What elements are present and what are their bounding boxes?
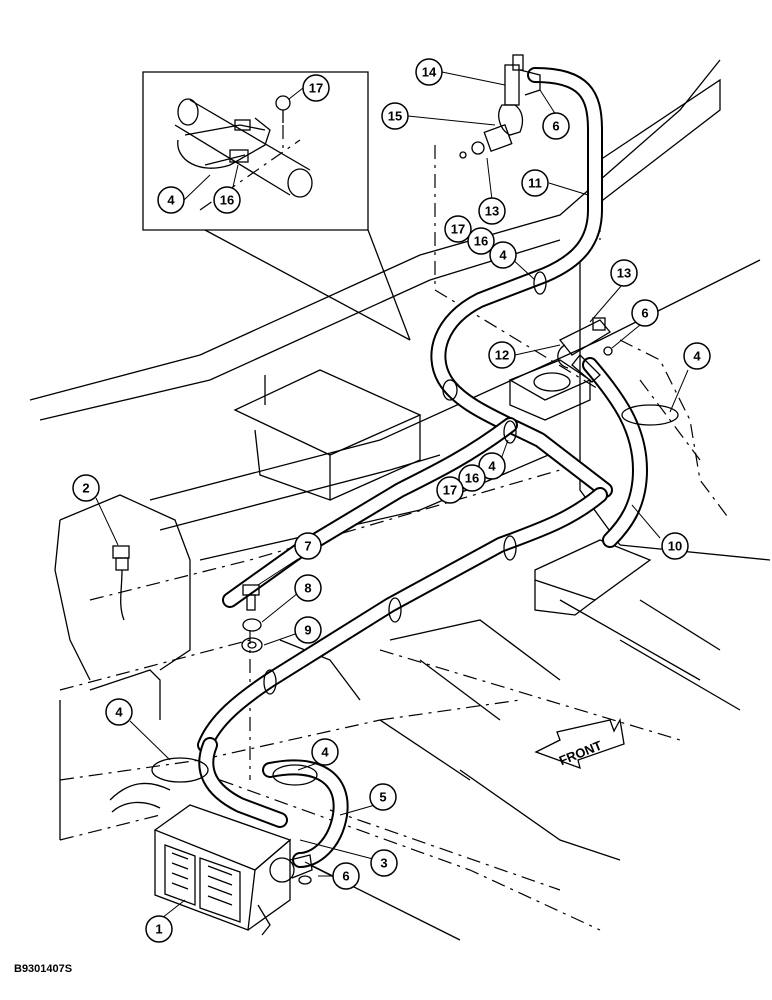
heater-unit: [153, 804, 313, 936]
bolt-and-washers: [241, 584, 263, 653]
svg-text:13: 13: [617, 266, 631, 281]
svg-text:2: 2: [82, 481, 89, 496]
svg-text:1: 1: [155, 922, 162, 937]
callout-4-right: 4: [683, 342, 711, 370]
frame-structure: [29, 59, 771, 941]
callout-3: 3: [370, 849, 398, 877]
svg-text:17: 17: [451, 222, 465, 237]
svg-text:16: 16: [465, 471, 479, 486]
svg-text:4: 4: [693, 349, 701, 364]
svg-text:11: 11: [528, 176, 542, 191]
heater-hoses: [197, 67, 648, 868]
svg-text:9: 9: [304, 623, 311, 638]
callout-14: 14: [415, 58, 443, 86]
hose-clamps: [109, 271, 679, 813]
svg-text:16: 16: [220, 193, 234, 208]
svg-text:8: 8: [304, 581, 311, 596]
callout-17-inset: 17: [302, 74, 330, 102]
callout-16-lower-mid: 16: [458, 464, 486, 492]
front-direction-arrow: FRONT: [534, 718, 625, 770]
callout-16-mid: 16: [467, 227, 495, 255]
temperature-sender: [112, 545, 130, 621]
callout-9: 9: [294, 616, 322, 644]
detail-inset: [142, 71, 411, 341]
svg-text:3: 3: [380, 856, 387, 871]
dashed-centerlines: [59, 139, 731, 931]
svg-text:4: 4: [321, 745, 329, 760]
svg-text:7: 7: [304, 539, 311, 554]
callout-2: 2: [72, 474, 100, 502]
callout-6-lower: 6: [332, 862, 360, 890]
svg-text:6: 6: [641, 306, 648, 321]
svg-text:6: 6: [552, 119, 559, 134]
elbow-fitting: [557, 317, 613, 383]
callout-15: 15: [381, 102, 409, 130]
front-label: FRONT: [557, 738, 604, 769]
svg-text:6: 6: [342, 869, 349, 884]
callout-4-lower-left: 4: [105, 698, 133, 726]
callout-12: 12: [488, 341, 516, 369]
leader-lines: [95, 71, 689, 919]
callout-8: 8: [294, 574, 322, 602]
callout-13-right: 13: [610, 259, 638, 287]
callout-6-top: 6: [542, 112, 570, 140]
svg-text:4: 4: [499, 248, 507, 263]
shutoff-valve: [459, 54, 541, 159]
svg-text:14: 14: [422, 65, 437, 80]
callout-13-top: 13: [478, 197, 506, 225]
callout-6-right: 6: [631, 299, 659, 327]
svg-text:15: 15: [388, 109, 402, 124]
svg-text:17: 17: [309, 81, 323, 96]
svg-text:5: 5: [379, 790, 386, 805]
callout-17-mid: 17: [444, 215, 472, 243]
svg-text:4: 4: [488, 459, 496, 474]
svg-text:12: 12: [495, 348, 509, 363]
callout-16-inset: 16: [213, 186, 241, 214]
callout-4-lower-mid: 4: [478, 452, 506, 480]
callout-5: 5: [369, 783, 397, 811]
svg-text:10: 10: [668, 539, 682, 554]
callout-11: 11: [521, 169, 549, 197]
svg-text:13: 13: [485, 204, 499, 219]
svg-text:4: 4: [115, 705, 123, 720]
figure-code: B9301407S: [14, 963, 72, 975]
callout-4-lower: 4: [311, 738, 339, 766]
callout-4-mid: 4: [489, 241, 517, 269]
svg-text:17: 17: [443, 483, 457, 498]
callout-7: 7: [294, 532, 322, 560]
svg-text:16: 16: [474, 234, 488, 249]
callout-1: 1: [145, 915, 173, 943]
svg-text:4: 4: [167, 193, 175, 208]
callout-10: 10: [661, 532, 689, 560]
callout-4-inset: 4: [157, 186, 185, 214]
callout-17-lower-mid: 17: [436, 476, 464, 504]
